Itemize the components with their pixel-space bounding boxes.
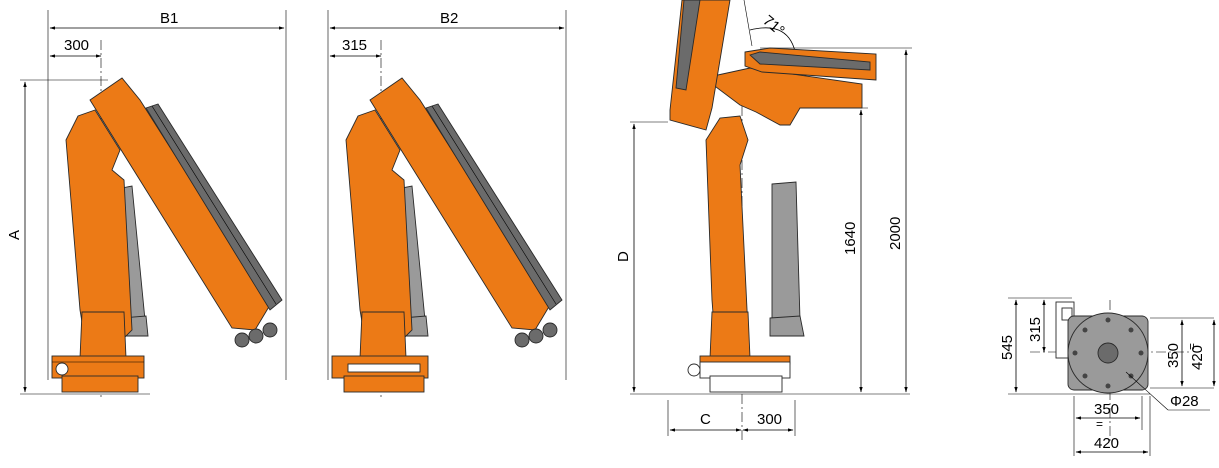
view-4-base-plan: 545 315 350 = 420 350 = 420 Φ bbox=[999, 297, 1216, 456]
dim-545-label: 545 bbox=[999, 335, 1016, 360]
dim-2000-label: 2000 bbox=[887, 217, 904, 250]
dim-300b-label: 300 bbox=[757, 411, 782, 428]
view-2-folded-crane: B2 315 bbox=[327, 10, 567, 400]
dim-d-label: D bbox=[615, 251, 632, 262]
dim-a-label: A bbox=[6, 230, 23, 240]
hole-diameter-label: Φ28 bbox=[1170, 393, 1199, 410]
equal-mark-v1: = bbox=[1185, 343, 1199, 350]
dim-420h-label: 420 bbox=[1094, 435, 1119, 452]
dim-420v-label: 420 bbox=[1189, 345, 1206, 370]
view-3-extended-crane: D 1640 2000 C 300 71° bbox=[615, 0, 912, 440]
angle-71-label: 71° bbox=[759, 12, 787, 40]
equal-mark-h1: = bbox=[1096, 417, 1103, 431]
dim-350h-label: 350 bbox=[1094, 401, 1119, 418]
dim-c-label: C bbox=[700, 411, 711, 428]
dim-b1-label: B1 bbox=[160, 10, 178, 27]
dim-315-label: 315 bbox=[342, 37, 367, 54]
dim-1640-label: 1640 bbox=[842, 222, 859, 255]
dim-350v-label: 350 bbox=[1165, 343, 1182, 368]
dim-300-label: 300 bbox=[64, 37, 89, 54]
dim-315c-label: 315 bbox=[1027, 317, 1044, 342]
dim-b2-label: B2 bbox=[440, 10, 458, 27]
view-1-folded-crane: B1 300 A bbox=[6, 10, 287, 400]
